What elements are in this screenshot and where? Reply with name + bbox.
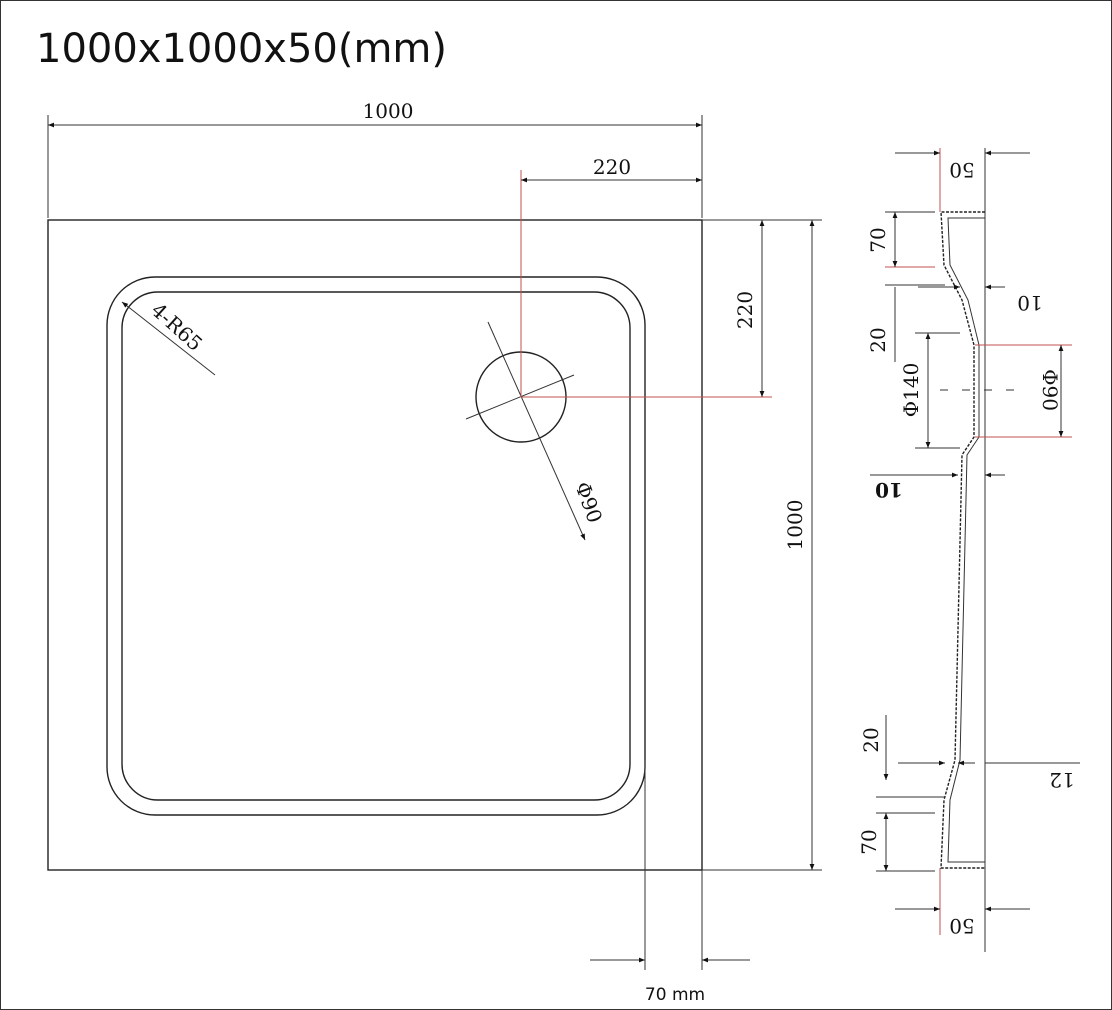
profile-lower-step: 12 (1049, 768, 1074, 792)
profile-upper-step: 10 (1017, 291, 1042, 315)
profile-lower-slope: 20 (859, 727, 883, 752)
profile-mid-step: 10 (875, 478, 903, 502)
profile-drain-outer: Φ140 (899, 363, 923, 418)
rim-width-label: 70 mm (645, 985, 705, 1005)
corner-radius-label: 4-R65 (147, 298, 208, 356)
tray-section (940, 211, 985, 869)
drain-offset-x-dimension: 220 (593, 155, 631, 179)
drawing-title: 1000x1000x50(mm) (36, 26, 447, 72)
profile-top-depth: 50 (949, 158, 974, 182)
tray-outline (47, 219, 703, 871)
drain-offset-y-dimension: 220 (733, 291, 757, 329)
profile-view: 50 70 10 20 Φ140 Φ90 10 20 (857, 148, 1080, 952)
profile-upper-slope: 20 (866, 327, 890, 352)
basin-inner (121, 291, 631, 801)
width-dimension: 1000 (363, 99, 414, 123)
profile-bottom-rim: 70 (857, 829, 881, 854)
profile-bottom-depth: 50 (949, 914, 974, 938)
basin-outer (106, 276, 646, 816)
profile-top-rim: 70 (866, 227, 890, 252)
profile-drain-inner: Φ90 (1038, 369, 1062, 411)
plan-view: 1000 220 220 1000 4-R65 Φ90 70 mm (47, 99, 822, 1005)
height-dimension: 1000 (783, 500, 807, 551)
